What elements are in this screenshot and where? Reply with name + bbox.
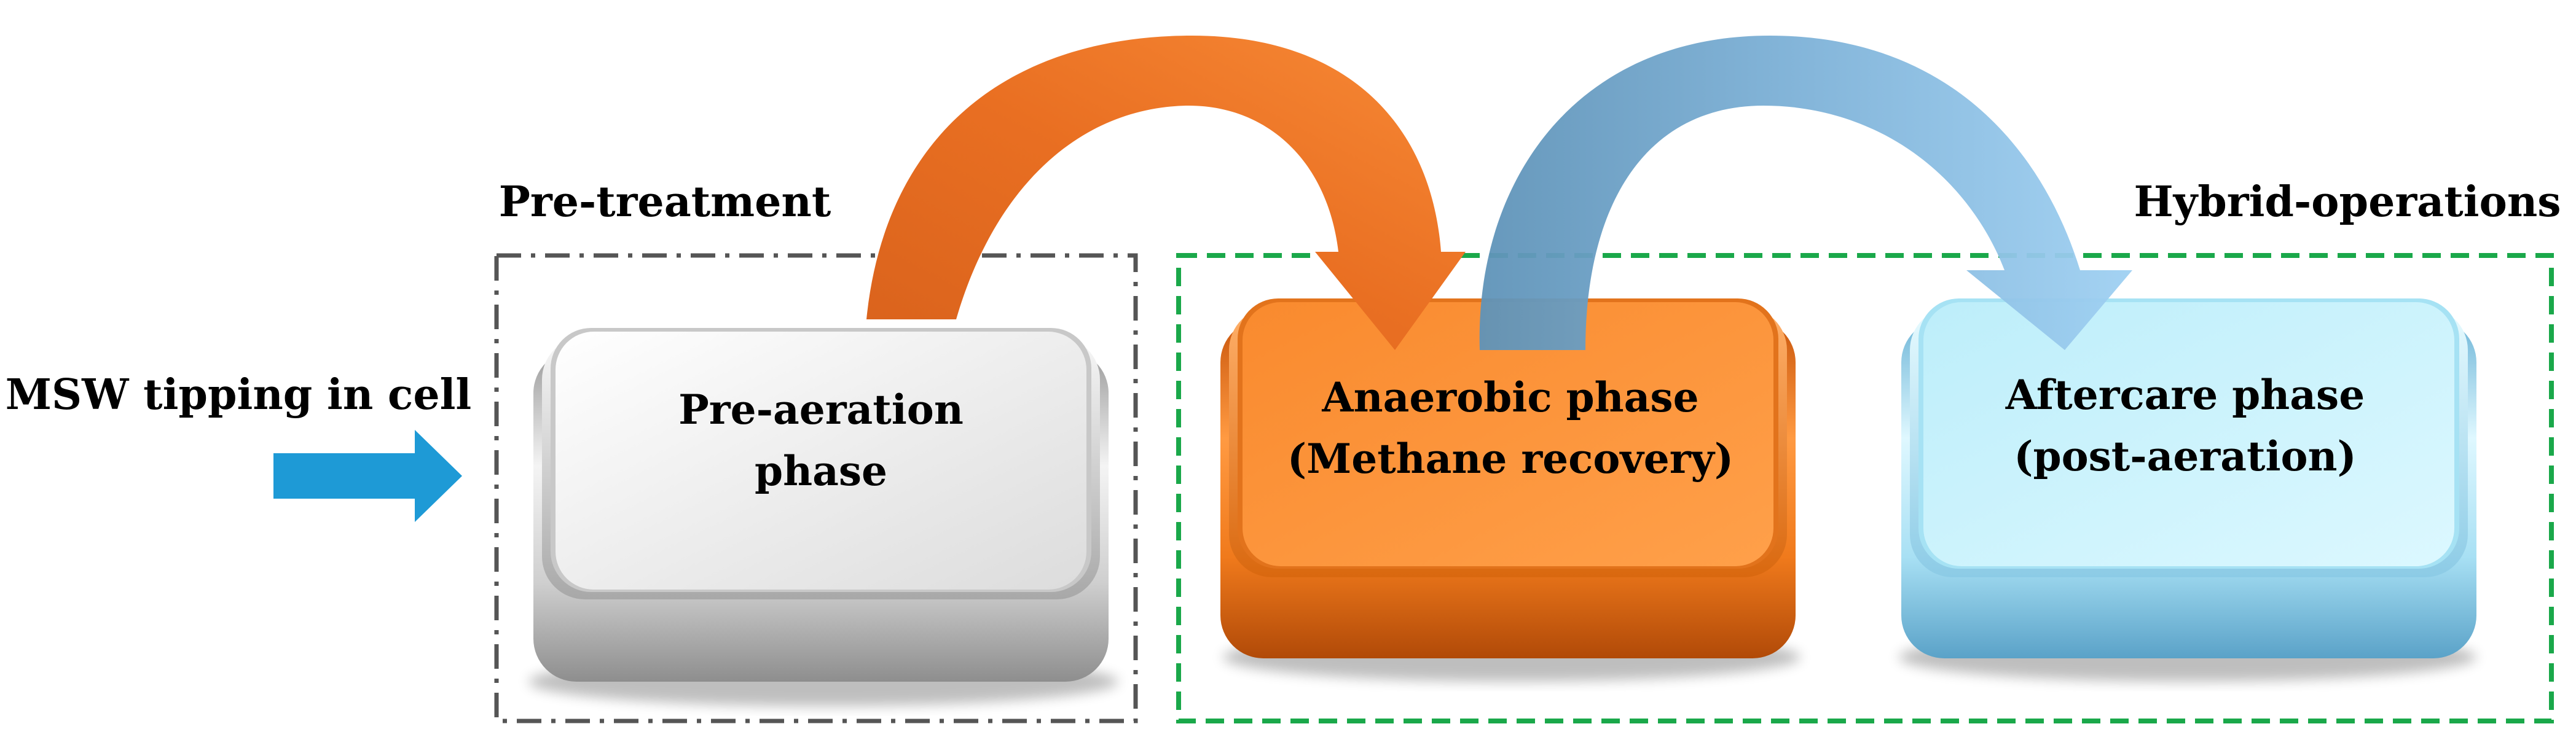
hybrid-border	[1176, 253, 2554, 723]
pre-aeration-box: Pre-aeration phase	[528, 328, 1118, 706]
pretreatment-border	[494, 253, 1138, 723]
pretreatment-label: Pre-treatment	[499, 177, 831, 227]
orange-arc-arrow-icon	[866, 36, 1466, 350]
anaerobic-box: Anaerobic phase (Methane recovery)	[1220, 298, 1800, 682]
anaerobic-line2: (Methane recovery)	[1287, 435, 1734, 483]
aftercare-box: Aftercare phase (post-aeration)	[1899, 298, 2476, 682]
aftercare-line1: Aftercare phase	[2005, 371, 2365, 419]
pre-aeration-line1: Pre-aeration	[678, 386, 964, 434]
input-label: MSW tipping in cell	[6, 370, 472, 419]
pre-aeration-line2: phase	[755, 447, 887, 495]
input-arrow-icon	[273, 430, 462, 522]
hybrid-label: Hybrid-operations	[2134, 177, 2561, 227]
aftercare-line2: (post-aeration)	[2014, 432, 2357, 480]
blue-arc-arrow-icon	[1479, 36, 2132, 350]
anaerobic-line1: Anaerobic phase	[1321, 373, 1698, 421]
